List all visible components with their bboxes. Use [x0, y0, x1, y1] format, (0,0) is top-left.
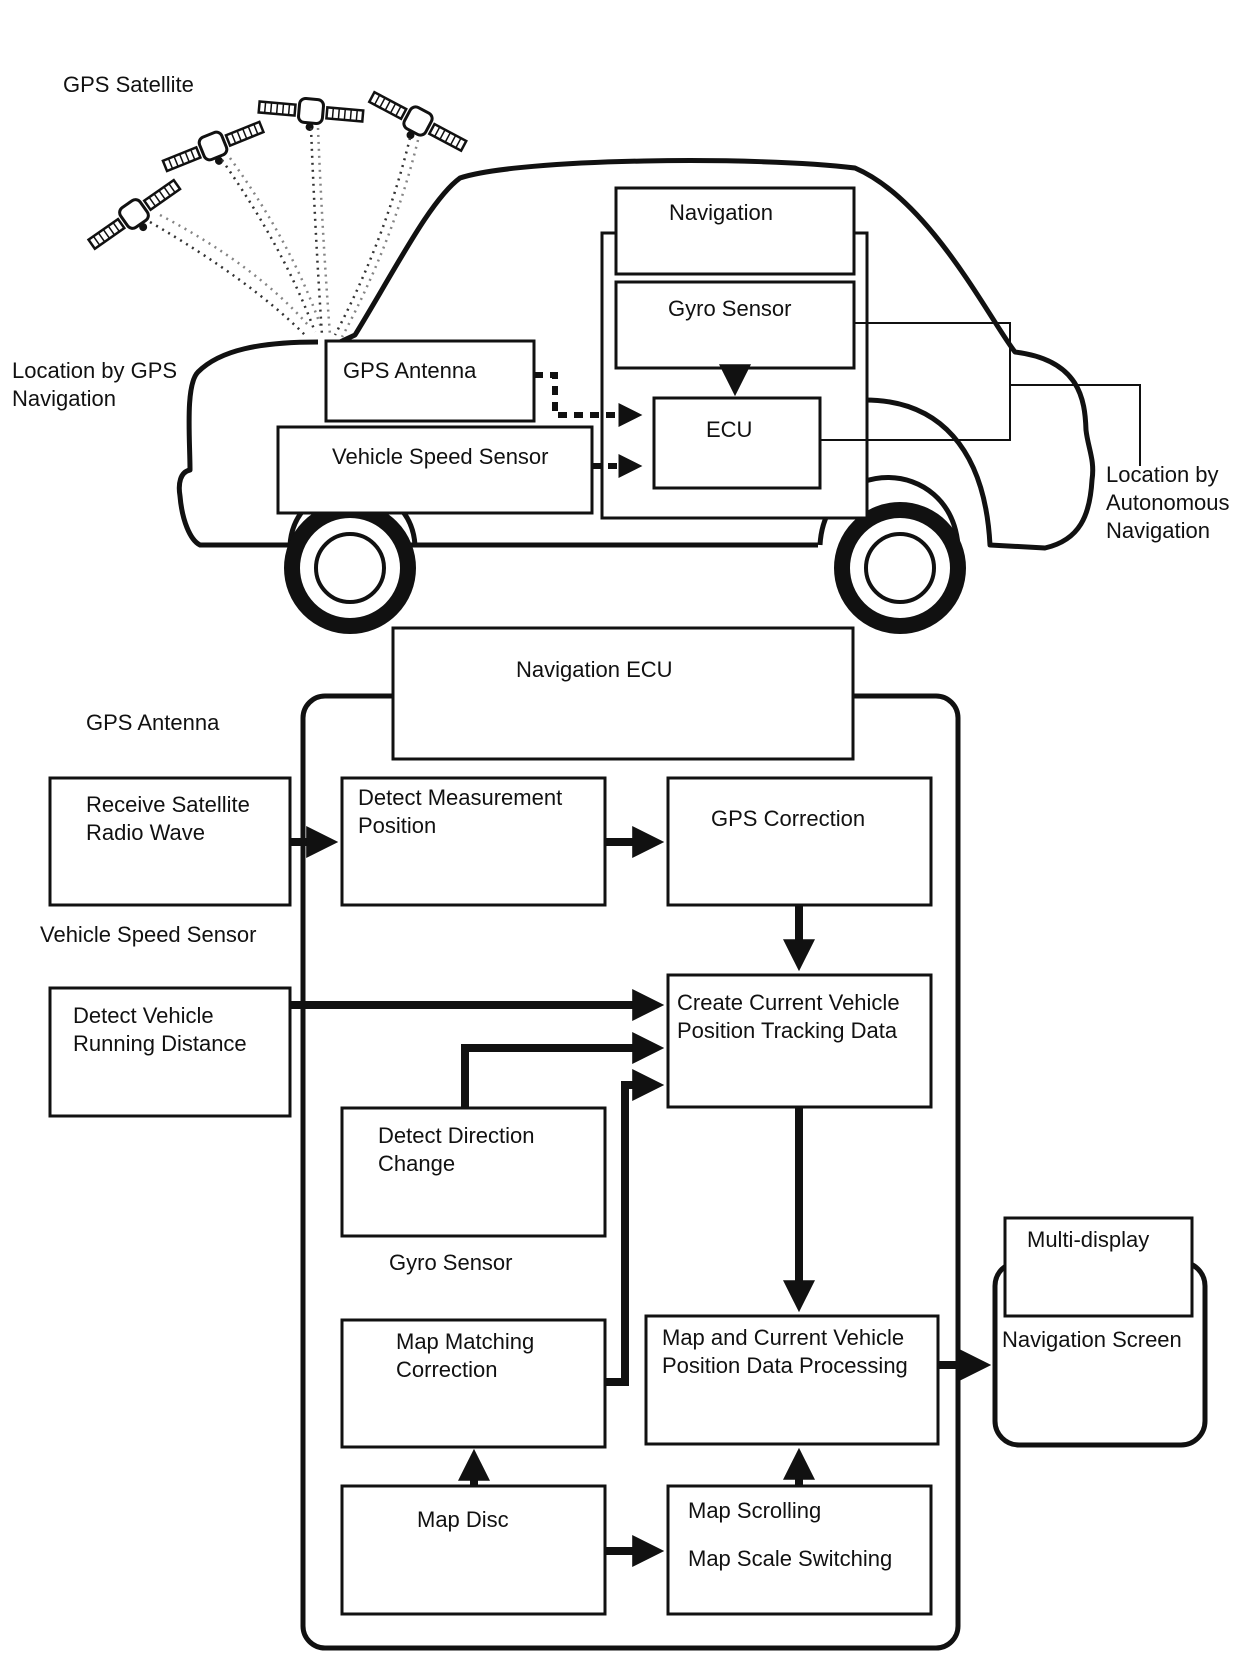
receive-satellite-label: Receive Satellite Radio Wave: [86, 792, 256, 845]
detect-vehicle-distance-box: [48, 986, 292, 1118]
multi-display-label: Multi-display: [1027, 1227, 1149, 1252]
gps-correction-box: [666, 776, 933, 907]
navigation-ecu-label: Navigation ECU: [516, 657, 673, 682]
vehicle-speed-sensor-section-label: Vehicle Speed Sensor: [40, 922, 257, 947]
map-scrolling-box: [666, 1484, 933, 1616]
wheel-icon: [284, 502, 416, 634]
create-tracking-label: Create Current Vehicle Position Tracking…: [677, 990, 906, 1043]
location-by-autonomous-label: Location by Autonomous Navigation: [1106, 462, 1236, 543]
ecu-box: [652, 396, 822, 490]
map-matching-box: [340, 1318, 607, 1449]
map-scale-label: Map Scale Switching: [688, 1546, 892, 1571]
detect-measurement-box: [340, 776, 607, 907]
multi-display-box: [1003, 1216, 1194, 1318]
car-body-outline: [176, 158, 1096, 551]
vehicle-speed-sensor-box: [276, 425, 594, 515]
navigation-ecu-header-box: [391, 626, 855, 761]
ecu-label: ECU: [706, 417, 752, 442]
map-disc-label: Map Disc: [417, 1507, 509, 1532]
satellite-icon: [361, 84, 472, 165]
detect-measurement-label: Detect Measurement Position: [358, 785, 568, 838]
gps-antenna-label: GPS Antenna: [343, 358, 477, 383]
autonomous-connector-lines: [820, 322, 1141, 466]
navigation-screen-label: Navigation Screen: [1002, 1327, 1182, 1352]
location-by-gps-label: Location by GPS Navigation: [12, 358, 183, 411]
detect-vehicle-distance-label: Detect Vehicle Running Distance: [73, 1003, 247, 1056]
flow-arrows: [290, 826, 992, 1567]
map-disc-box: [340, 1484, 607, 1616]
gyro-sensor-box: [614, 280, 856, 370]
navigation-box: [614, 186, 856, 276]
map-processing-box: [644, 1314, 940, 1446]
wheel-icon: [834, 502, 966, 634]
vehicle-speed-sensor-label: Vehicle Speed Sensor: [332, 444, 549, 469]
map-matching-label: Map Matching Correction: [396, 1329, 540, 1382]
gps-correction-label: GPS Correction: [711, 806, 865, 831]
satellite-icon: [158, 113, 271, 186]
detect-direction-label: Detect Direction Change: [378, 1123, 541, 1176]
gyro-sensor-section-label: Gyro Sensor: [389, 1250, 513, 1275]
radio-wave-signals: [149, 127, 420, 338]
satellite-icon: [83, 172, 190, 262]
gps-antenna-to-ecu-arrow: [534, 372, 643, 427]
navigation-label: Navigation: [669, 200, 773, 225]
gps-satellite-label: GPS Satellite: [63, 72, 194, 97]
receive-satellite-box: [48, 776, 292, 907]
create-tracking-box: [666, 973, 933, 1109]
detect-direction-box: [340, 1106, 607, 1238]
gps-antenna-box: [324, 339, 536, 423]
gps-antenna-section-label: GPS Antenna: [86, 710, 220, 735]
gyro-sensor-label: Gyro Sensor: [668, 296, 792, 321]
map-processing-label: Map and Current Vehicle Position Data Pr…: [662, 1325, 910, 1378]
map-scrolling-label: Map Scrolling: [688, 1498, 821, 1523]
